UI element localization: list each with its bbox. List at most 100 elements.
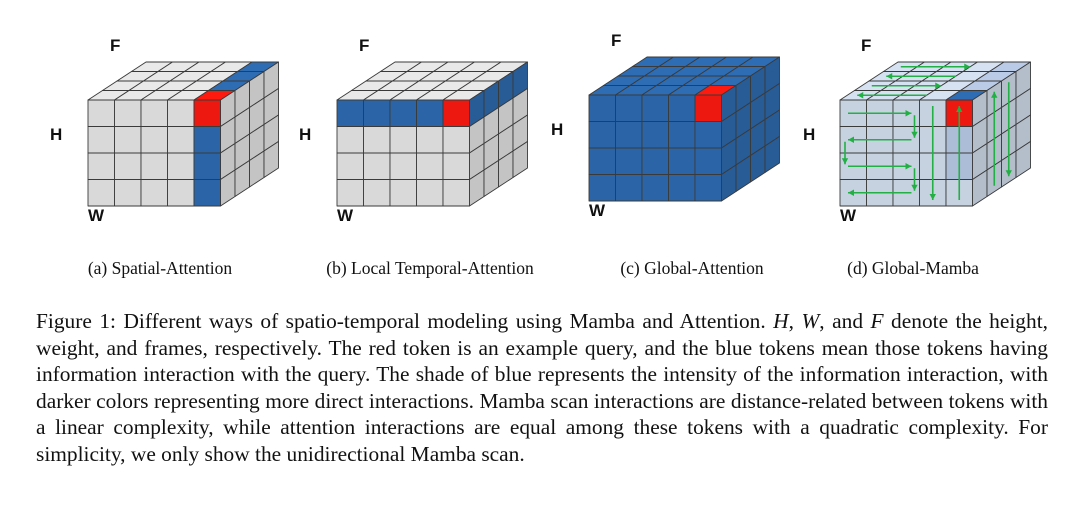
front-face-cell (336, 126, 364, 154)
front-face-cell (363, 99, 391, 127)
cube-local-temporal-attention (336, 61, 528, 207)
front-face-cell (363, 152, 391, 180)
front-face-cell (193, 126, 221, 154)
front-face-cell (588, 121, 616, 149)
subfigure-caption: (d) Global-Mamba (847, 258, 979, 278)
front-face-cell (588, 174, 616, 202)
front-face-cell (416, 179, 444, 207)
figure-diagram: F H W (a) Spatial-Attention F H W (b) Lo… (50, 31, 1031, 278)
axis-label-frames: F (861, 36, 871, 55)
scan-arrow-head (929, 194, 936, 200)
caption-var-h: H (773, 309, 789, 333)
front-face-cell (389, 99, 417, 127)
front-face-cell (668, 147, 696, 175)
front-face-cell (641, 147, 669, 175)
front-face-cell (87, 99, 115, 127)
caption-sep-1: , (788, 309, 802, 333)
front-face-cell (389, 126, 417, 154)
front-face-cell (694, 121, 722, 149)
panel-local-temporal-attention: F H W (b) Local Temporal-Attention (299, 36, 534, 278)
front-face-cell (416, 126, 444, 154)
scan-arrow-head (935, 82, 942, 89)
axis-label-width: W (337, 206, 354, 225)
front-face-cell (615, 94, 643, 122)
caption-sep-2: , and (819, 309, 871, 333)
cube-global-attention (588, 56, 780, 202)
figure-caption: Figure 1: Different ways of spatio-tempo… (36, 308, 1048, 468)
front-face-cell (668, 121, 696, 149)
caption-var-w: W (801, 309, 820, 333)
front-face-cell (615, 147, 643, 175)
subfigure-caption: (a) Spatial-Attention (88, 258, 233, 278)
front-face-cell (336, 179, 364, 207)
front-face-cell (114, 179, 142, 207)
front-face-cell (588, 94, 616, 122)
axis-label-height: H (299, 125, 311, 144)
front-face-cell (389, 179, 417, 207)
front-face-cell (140, 179, 168, 207)
side-face-cell (512, 141, 528, 178)
front-face-cell (668, 174, 696, 202)
front-face-cell (641, 174, 669, 202)
front-face-cell (363, 126, 391, 154)
front-face-cell (694, 174, 722, 202)
front-face-cell (442, 99, 470, 127)
front-face-cell (416, 152, 444, 180)
scan-arrow-head (857, 92, 864, 99)
axis-label-frames: F (110, 36, 120, 55)
front-face-cell (694, 147, 722, 175)
axis-label-frames: F (359, 36, 369, 55)
side-face-cell (764, 136, 780, 173)
scan-arrow-head (956, 106, 963, 112)
front-face-cell (615, 174, 643, 202)
scan-arrow-head (905, 110, 912, 117)
front-face-cell (363, 179, 391, 207)
caption-body: denote the height, weight, and frames, r… (36, 309, 1048, 466)
subfigure-caption: (c) Global-Attention (620, 258, 764, 278)
scan-arrow-head (848, 136, 854, 143)
panel-spatial-attention: F H W (a) Spatial-Attention (50, 36, 279, 278)
front-face-cell (442, 179, 470, 207)
scan-arrow-head (848, 189, 854, 196)
front-face-cell (167, 152, 195, 180)
panel-global-mamba: F H W (d) Global-Mamba (803, 36, 1031, 278)
front-face-cell (114, 152, 142, 180)
cube-global-mamba (839, 61, 1031, 207)
axis-label-width: W (88, 206, 105, 225)
scan-arrow-head (911, 131, 918, 138)
axis-label-frames: F (611, 31, 621, 50)
cube-spatial-attention (87, 61, 279, 207)
front-face-cell (193, 152, 221, 180)
scan-arrow-head (841, 158, 849, 165)
front-face-cell (588, 147, 616, 175)
front-face-cell (694, 94, 722, 122)
front-face-cell (615, 121, 643, 149)
front-face-cell (87, 126, 115, 154)
side-face-cell (1015, 141, 1031, 178)
front-face-cell (193, 99, 221, 127)
front-face-cell (87, 152, 115, 180)
scan-arrow-head (1005, 170, 1012, 177)
front-face-cell (389, 152, 417, 180)
front-face-cell (140, 99, 168, 127)
front-face-cell (114, 126, 142, 154)
front-face-cell (140, 126, 168, 154)
front-face-cell (114, 99, 142, 127)
front-face-cell (167, 99, 195, 127)
front-face-cell (416, 99, 444, 127)
front-face-cell (668, 94, 696, 122)
axis-label-height: H (803, 125, 815, 144)
scan-arrow-head (886, 73, 893, 80)
caption-prefix: Figure 1: Different ways of spatio-tempo… (36, 309, 774, 333)
scan-arrow-head (964, 63, 971, 70)
front-face-cell (442, 126, 470, 154)
front-face-cell (167, 179, 195, 207)
front-face-cell (193, 179, 221, 207)
front-face-cell (140, 152, 168, 180)
front-face-cell (442, 152, 470, 180)
subfigure-caption: (b) Local Temporal-Attention (326, 258, 534, 278)
axis-label-width: W (840, 206, 857, 225)
front-face-cell (641, 121, 669, 149)
caption-var-f: F (870, 309, 884, 333)
axis-label-height: H (551, 120, 563, 139)
